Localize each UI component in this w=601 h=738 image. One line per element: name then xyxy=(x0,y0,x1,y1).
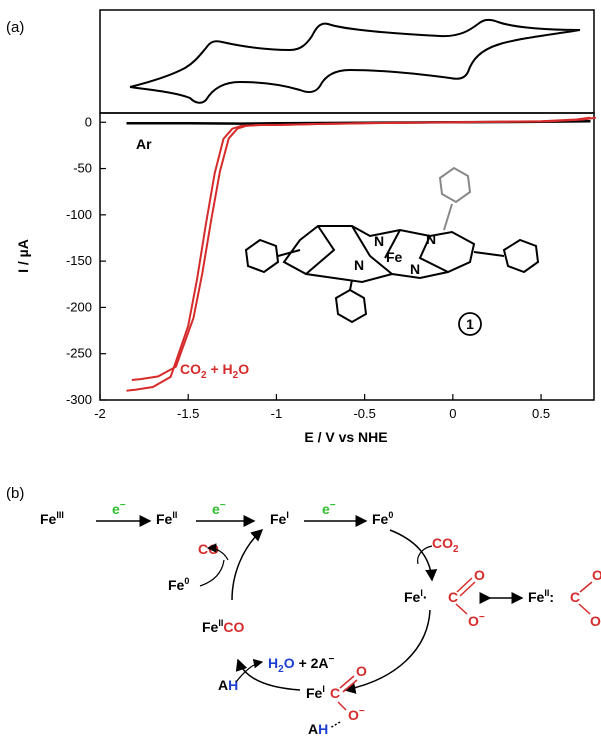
iron-porphyrin-structure xyxy=(244,166,540,324)
y-tick-label-1: -50 xyxy=(73,161,92,176)
co-bond-2b xyxy=(578,603,591,615)
main-chart: 0 -50 -100 -150 -200 -250 -300 -2 -1.5 -1 -0.5 0 0.… xyxy=(15,112,596,445)
fe-ii-top: FeII xyxy=(156,510,177,527)
co-double-bond-3 xyxy=(339,675,358,693)
cycle-arrow-bottom xyxy=(235,658,301,691)
carbonyl-o-3b: O− xyxy=(348,706,365,723)
x-ticks: -2 -1.5 -1 -0.5 0 0.5 xyxy=(94,394,550,421)
electron-3: e− xyxy=(322,500,336,517)
fe0-arrow xyxy=(199,559,225,587)
fe-iii: FeIII xyxy=(40,510,64,527)
hydrogen-bond xyxy=(329,721,341,729)
x-tick-label-2: -1 xyxy=(271,406,283,421)
fe-ii-co: FeIICO xyxy=(202,618,244,635)
co-double-bond-1 xyxy=(456,577,476,597)
carbonyl-o-3a: O xyxy=(356,663,367,679)
y-tick-label-2: -100 xyxy=(66,207,92,222)
legend-ar: Ar xyxy=(136,136,152,152)
x-tick-label-1: -1.5 xyxy=(177,406,199,421)
carbonyl-o-2a: O xyxy=(592,567,601,583)
fe-i-cooh: FeI xyxy=(306,684,325,701)
inset-cv-trace xyxy=(129,18,581,104)
compound-number: 1 xyxy=(466,316,474,332)
cycle-arrow-right-top xyxy=(389,529,438,582)
electron-2: e− xyxy=(212,500,226,517)
inset-frame xyxy=(99,9,595,114)
porphyrin-n3: N xyxy=(354,257,364,273)
x-axis-label: E / V vs NHE xyxy=(304,429,387,445)
acid-ah-left: AH xyxy=(218,677,238,693)
carbonyl-c-1: C xyxy=(448,589,458,605)
catalytic-scheme: FeIII e− FeII e− FeI e− Fe0 CO2 FeI· C O… xyxy=(40,500,601,737)
acid-ah-bottom: AH xyxy=(308,721,328,737)
y-tick-label-3: -150 xyxy=(66,253,92,268)
x-tick-label-0: -2 xyxy=(94,406,106,421)
co-single-bond-1 xyxy=(455,603,468,615)
y-tick-label-0: 0 xyxy=(85,114,92,129)
legend-co2-h2o: CO2 + H2O xyxy=(180,361,249,381)
series-line-1-return xyxy=(131,116,596,381)
y-tick-label-5: -250 xyxy=(66,346,92,361)
water-and-base: H2O+ 2A− xyxy=(268,654,335,675)
fe-0-top: Fe0 xyxy=(372,510,393,527)
x-tick-label-5: 0.5 xyxy=(532,406,550,421)
fe-i-top: FeI xyxy=(270,510,289,527)
y-tick-label-6: -300 xyxy=(66,392,92,407)
co-single-bond-3 xyxy=(337,701,347,711)
carbonyl-o-1a: O xyxy=(474,567,485,583)
inset-cv xyxy=(99,9,595,114)
co2-in: CO2 xyxy=(432,535,459,555)
electron-1: e− xyxy=(112,500,126,517)
carbonyl-o-2b: O xyxy=(590,613,601,629)
carbonyl-c-3: C xyxy=(330,685,340,701)
y-tick-label-4: -200 xyxy=(66,299,92,314)
fe-i-co2: FeI· xyxy=(404,588,428,605)
panel-a-label: (a) xyxy=(6,19,24,36)
cycle-arrow-right-bottom xyxy=(343,609,431,694)
porphyrin-fe: Fe xyxy=(386,249,403,265)
y-axis-label: I / µA xyxy=(15,239,31,273)
x-tick-label-4: 0 xyxy=(449,406,456,421)
co-out-arrow xyxy=(206,543,229,561)
carbonyl-o-1b: O− xyxy=(468,612,485,629)
cycle-arrow-left xyxy=(231,528,264,601)
porphyrin-n2: N xyxy=(426,231,436,247)
fe-ii-co2: FeII: xyxy=(528,588,554,605)
acid-arrow xyxy=(235,658,264,683)
porphyrin-n4: N xyxy=(410,261,420,277)
fe-0-left: Fe0 xyxy=(168,576,189,593)
panel-b-label: (b) xyxy=(6,485,24,502)
chart-frame xyxy=(99,112,595,401)
co-bond-2a xyxy=(579,581,593,593)
carbonyl-c-2: C xyxy=(570,589,580,605)
series-group xyxy=(126,116,596,392)
compound-number-circle xyxy=(458,312,482,336)
co2-in-arrow xyxy=(417,545,433,565)
y-ticks: 0 -50 -100 -150 -200 -250 -300 xyxy=(66,114,106,407)
x-tick-label-3: -0.5 xyxy=(353,406,375,421)
series-line-1 xyxy=(126,116,591,392)
porphyrin-n1: N xyxy=(374,233,384,249)
